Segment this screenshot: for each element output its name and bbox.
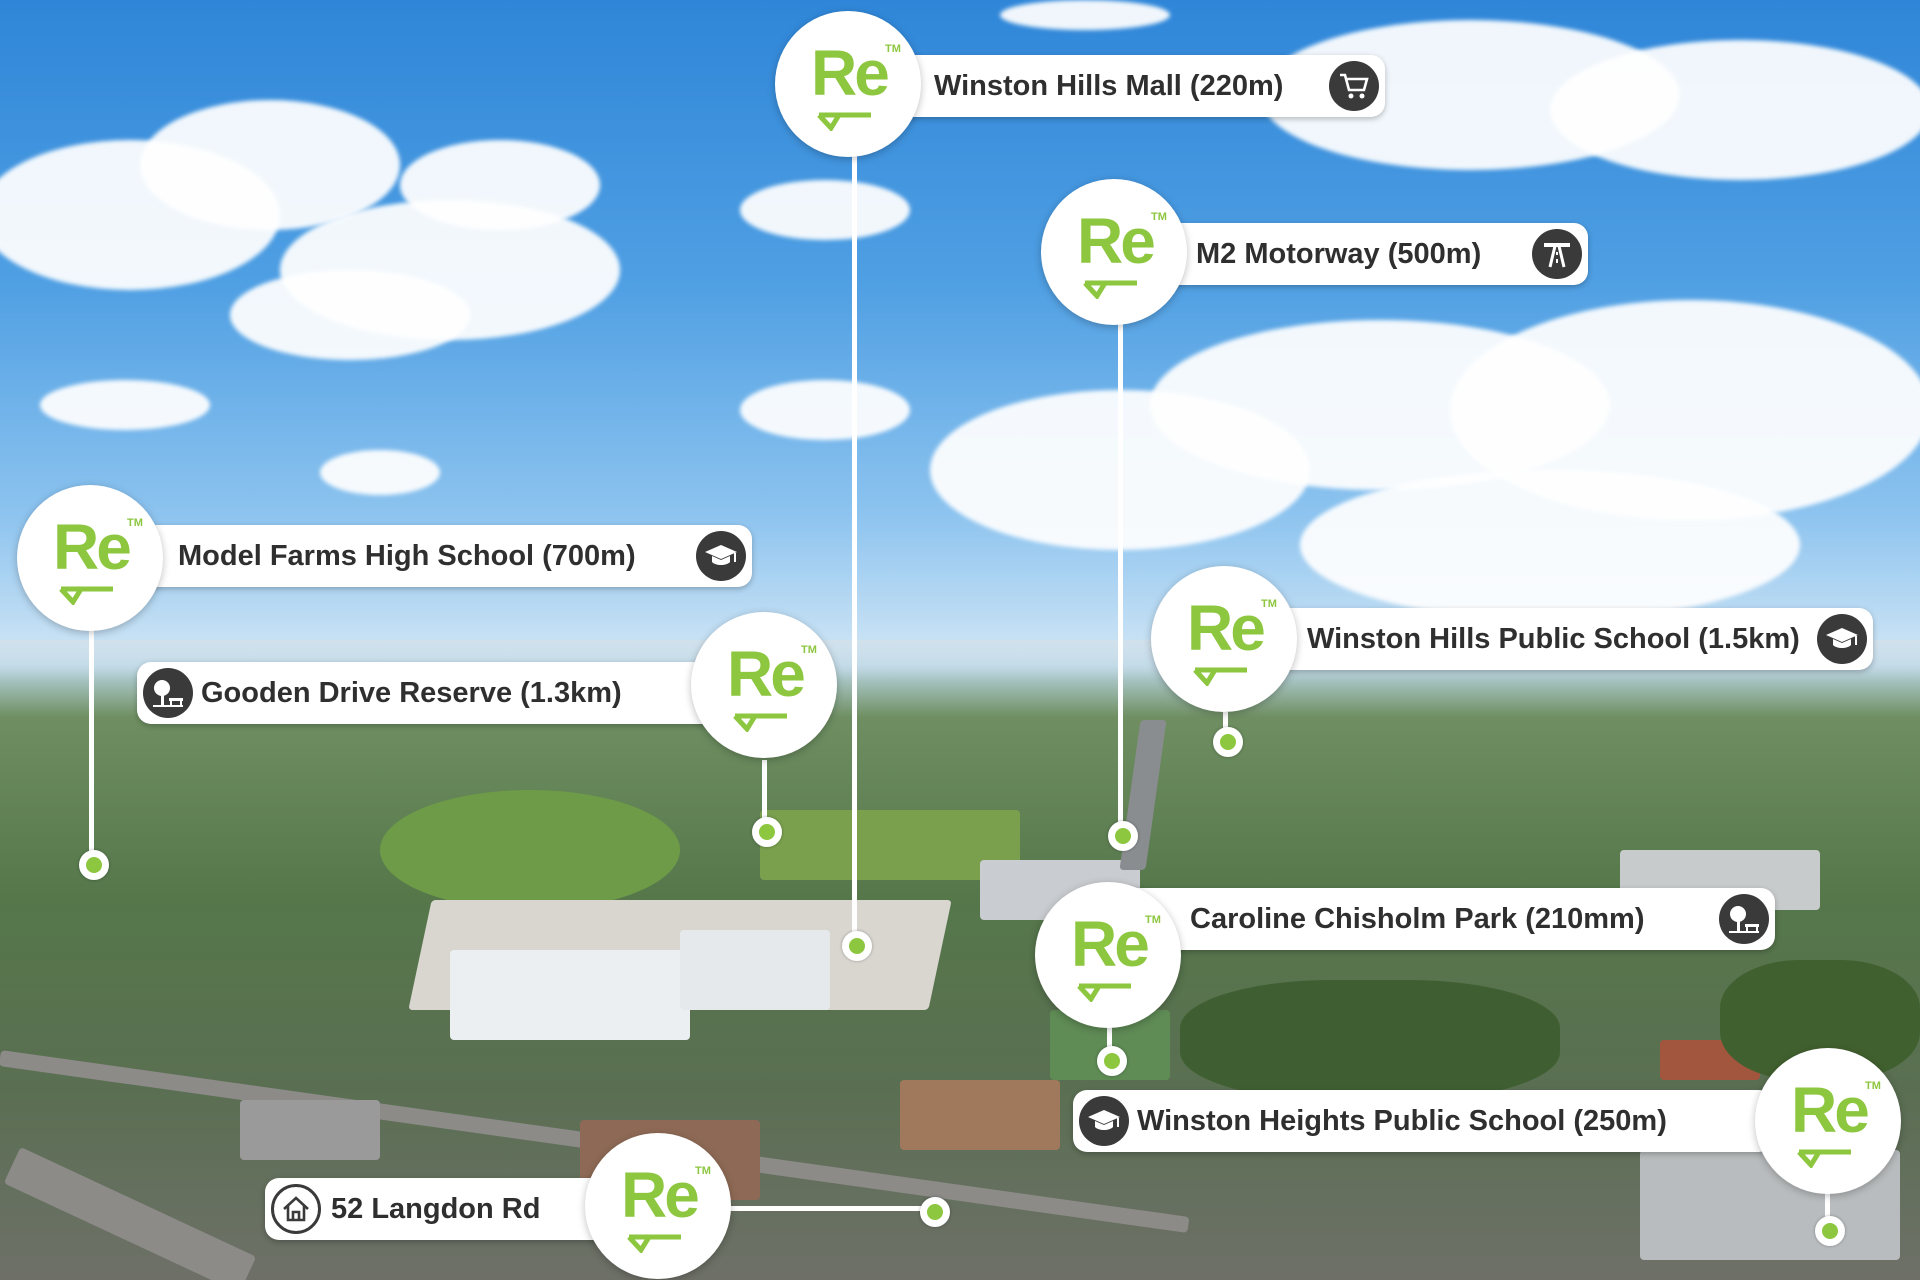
public-school-location-dot [1213,727,1243,757]
speech-tail-icon [1077,983,1131,1002]
cloud [230,270,470,360]
re-logo: Re TM [1151,566,1297,712]
connector-line [1825,1190,1830,1220]
graduation-cap-icon [696,531,746,581]
cloud [1550,40,1920,180]
gooden-location-dot [752,817,782,847]
winston-hills-mall-label: Winston Hills Mall (220m) [850,55,1385,117]
gooden-drive-reserve-label: Gooden Drive Reserve (1.3km) [137,662,767,724]
motorway-icon [1532,229,1582,279]
re-logo-text: Re [727,638,806,710]
model-farms-high-school-label: Model Farms High School (700m) [90,525,752,587]
cloud [320,450,440,495]
graduation-cap-icon [1079,1096,1129,1146]
52-langdon-rd-text: 52 Langdon Rd [331,1192,541,1225]
re-logo: Re TM [1755,1048,1901,1194]
re-logo: Re TM [17,485,163,631]
re-logo-trademark: TM [885,43,901,55]
winston-heights-public-school-label: Winston Heights Public School (250m) [1073,1090,1773,1152]
m2-motorway-label: M2 Motorway (500m) [1118,223,1588,285]
connector-line [852,150,857,940]
caroline-chisholm-park-text: Caroline Chisholm Park (210mm) [1190,902,1645,935]
playing-field [380,790,680,910]
52-langdon-rd-label: 52 Langdon Rd [265,1178,645,1240]
model-farms-location-dot [79,850,109,880]
cloud [740,180,910,240]
connector-line [1223,712,1228,732]
mall-location-dot [842,931,872,961]
re-logo-text: Re [53,511,132,583]
re-logo-text: Re [1187,592,1266,664]
m2-motorway-text: M2 Motorway (500m) [1196,237,1482,270]
connector-line [730,1206,930,1211]
road [3,1146,257,1280]
speech-tail-icon [817,112,871,131]
park-bench-icon [143,668,193,718]
re-logo-text: Re [1791,1074,1870,1146]
apartment-building [680,930,830,1010]
cloud [1000,0,1170,30]
cloud [1300,470,1800,620]
re-logo-trademark: TM [1261,598,1277,610]
gooden-drive-reserve-text: Gooden Drive Reserve (1.3km) [201,676,622,709]
re-logo-trademark: TM [695,1165,711,1177]
re-logo: Re TM [1035,882,1181,1028]
re-logo-trademark: TM [1151,211,1167,223]
model-farms-high-school-text: Model Farms High School (700m) [178,539,636,572]
re-logo-text: Re [621,1159,700,1231]
re-logo-trademark: TM [1145,914,1161,926]
cloud [140,100,400,230]
re-logo-text: Re [811,37,890,109]
speech-tail-icon [733,713,787,732]
re-logo-trademark: TM [1865,1080,1881,1092]
re-logo-trademark: TM [127,517,143,529]
tree-canopy [1180,980,1560,1100]
house-icon [271,1184,321,1234]
speech-tail-icon [1193,667,1247,686]
houses [240,1100,380,1160]
re-logo: Re TM [691,612,837,758]
shopping-cart-icon [1329,61,1379,111]
connector-line [1118,320,1123,840]
houses [900,1080,1060,1150]
speech-tail-icon [59,586,113,605]
park-bench-icon [1719,894,1769,944]
re-logo-text: Re [1071,908,1150,980]
winston-hills-mall-text: Winston Hills Mall (220m) [934,69,1284,102]
re-logo-trademark: TM [801,644,817,656]
speech-tail-icon [1083,280,1137,299]
connector-line [89,620,94,860]
re-logo-text: Re [1077,205,1156,277]
re-logo: Re TM [1041,179,1187,325]
winston-hills-public-school-label: Winston Hills Public School (1.5km) [1225,608,1873,670]
connector-line [762,760,767,830]
re-logo: Re TM [585,1133,731,1279]
cloud [40,380,210,430]
caroline-chisholm-park-label: Caroline Chisholm Park (210mm) [1110,888,1775,950]
heights-location-dot [1815,1216,1845,1246]
speech-tail-icon [627,1234,681,1253]
winston-heights-public-school-text: Winston Heights Public School (250m) [1137,1104,1667,1137]
apartment-building [450,950,690,1040]
caroline-location-dot [1097,1046,1127,1076]
re-logo: Re TM [775,11,921,157]
property-location-dot [920,1197,950,1227]
winston-hills-public-school-text: Winston Hills Public School (1.5km) [1307,622,1800,655]
cloud [400,140,600,230]
connector-line [1107,1020,1112,1060]
playing-field [760,810,1020,880]
speech-tail-icon [1797,1149,1851,1168]
motorway-location-dot [1108,821,1138,851]
cloud [740,380,910,440]
graduation-cap-icon [1817,614,1867,664]
